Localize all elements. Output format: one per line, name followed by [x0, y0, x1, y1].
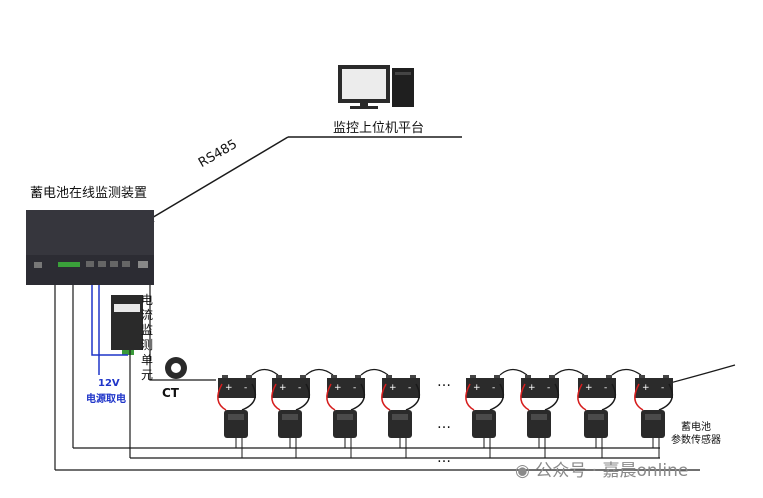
battery-icon	[272, 378, 310, 398]
monitor-device-box	[26, 210, 155, 285]
battery-terminal	[355, 375, 361, 378]
battery-minus-sign: -	[661, 383, 664, 393]
device-label: 蓄电池在线监测装置	[30, 186, 148, 201]
battery-minus-sign: -	[408, 383, 411, 393]
sensor-wire-black	[658, 383, 674, 411]
battery-terminal	[494, 375, 500, 378]
battery-icon	[578, 378, 616, 398]
sensor-wire-black	[295, 383, 311, 411]
sensor-wire-black	[489, 383, 505, 411]
sensor-label-plate	[645, 414, 661, 420]
sensor-wire-black	[544, 383, 560, 411]
sensor-label-line2: 参数传感器	[671, 435, 721, 446]
current-monitoring-unit	[111, 295, 143, 355]
desktop-computer-icon	[338, 65, 414, 109]
battery-terminal	[639, 375, 645, 378]
ellipsis-lower: …	[437, 450, 451, 466]
battery-minus-sign: -	[547, 383, 550, 393]
battery-terminal	[549, 375, 555, 378]
sensor-wire-red	[217, 383, 227, 411]
battery-terminal	[470, 375, 476, 378]
battery-icon	[635, 378, 673, 398]
sensor-label-plate	[531, 414, 547, 420]
sensor-wire-black	[405, 383, 421, 411]
battery-plus-sign: +	[642, 383, 650, 393]
ellipsis-middle: …	[437, 416, 451, 432]
sensor-wire-red	[465, 383, 475, 411]
sensor-wire-red	[381, 383, 391, 411]
battery-terminal	[525, 375, 531, 378]
battery-link	[251, 368, 279, 376]
power-voltage-label: 12V	[98, 378, 120, 389]
sensor-label-plate	[392, 414, 408, 420]
battery-minus-sign: -	[298, 383, 301, 393]
sensor-label-plate	[282, 414, 298, 420]
sensor-label-plate	[228, 414, 244, 420]
sensor-wire-black	[350, 383, 366, 411]
battery-icon	[327, 378, 365, 398]
battery-minus-sign: -	[244, 383, 247, 393]
battery-terminal	[410, 375, 416, 378]
sensor-label-plate	[337, 414, 353, 420]
power-wiring	[91, 285, 128, 375]
battery-link	[305, 368, 334, 376]
battery-minus-sign: -	[353, 383, 356, 393]
rs485-link	[144, 136, 462, 223]
sensor-wire-red	[271, 383, 281, 411]
ct-label: CT	[162, 386, 179, 400]
battery-icon	[218, 378, 256, 398]
watermark: ◉ 公众号 · 嘉晨online	[515, 461, 689, 481]
sensor-label-line1: 蓄电池	[681, 422, 711, 433]
battery-plus-sign: +	[279, 383, 287, 393]
battery-link	[554, 368, 585, 376]
battery-link	[499, 368, 528, 376]
battery-plus-sign: +	[225, 383, 233, 393]
battery-icon	[382, 378, 420, 398]
ellipsis-upper: …	[437, 374, 451, 390]
power-source-label: 电源取电	[86, 394, 126, 405]
battery-terminal	[331, 375, 337, 378]
battery-terminal	[276, 375, 282, 378]
wechat-icon: ◉	[515, 461, 536, 481]
sensor-wire-red	[577, 383, 587, 411]
sensor-wire-red	[326, 383, 336, 411]
battery-plus-sign: +	[528, 383, 536, 393]
battery-terminal	[386, 375, 392, 378]
battery-plus-sign: +	[389, 383, 397, 393]
signal-wiring	[54, 285, 736, 471]
sensor-wire-black	[241, 383, 257, 411]
battery-icon	[521, 378, 559, 398]
battery-terminal	[606, 375, 612, 378]
sensor-label-plate	[476, 414, 492, 420]
battery-terminal	[246, 375, 252, 378]
sensor-wire-red	[520, 383, 530, 411]
battery-plus-sign: +	[334, 383, 342, 393]
battery-terminal	[582, 375, 588, 378]
ct-sensor-icon	[165, 357, 187, 379]
sensor-label-plate	[588, 414, 604, 420]
battery-icon	[466, 378, 504, 398]
battery-string: + - + - + - + - + - + - + - + -	[217, 368, 674, 458]
sensor-wire-black	[601, 383, 617, 411]
battery-minus-sign: -	[492, 383, 495, 393]
battery-link	[360, 368, 389, 376]
platform-label: 监控上位机平台	[333, 121, 425, 136]
battery-link	[611, 368, 642, 376]
battery-minus-sign: -	[604, 383, 607, 393]
sensor-wire-red	[634, 383, 644, 411]
battery-plus-sign: +	[473, 383, 481, 393]
battery-plus-sign: +	[585, 383, 593, 393]
battery-terminal	[300, 375, 306, 378]
battery-terminal	[663, 375, 669, 378]
battery-terminal	[222, 375, 228, 378]
current-unit-label: 电 流 监 测 单 元	[141, 293, 154, 382]
